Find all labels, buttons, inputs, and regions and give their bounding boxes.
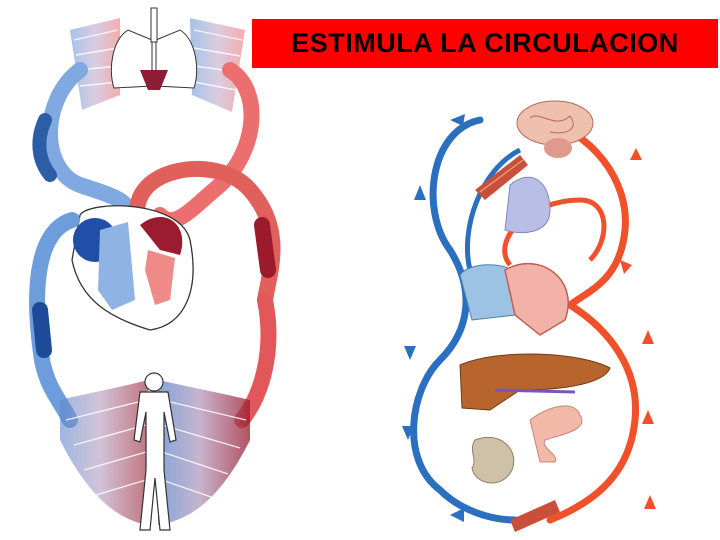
brain-icon [516, 100, 594, 158]
title-banner: ESTIMULA LA CIRCULACION [252, 19, 718, 68]
descending-aorta-dark [254, 217, 276, 278]
arterial-outflow-path [536, 116, 640, 524]
venous-return-path [410, 116, 519, 524]
lungs-icon [110, 7, 198, 90]
organ-circulation-diagram [402, 100, 656, 532]
liver-icon [459, 353, 611, 411]
pulmonary-artery-loop [42, 62, 137, 223]
pulmonary-artery-dark [32, 113, 57, 182]
inner-venous-loop [464, 147, 522, 271]
kidney-icon [471, 436, 515, 484]
heart-icon [71, 205, 194, 331]
double-circulation-diagram [29, 7, 281, 531]
flow-arrows [402, 114, 465, 522]
muscle-icon-bottom [510, 500, 560, 532]
systemic-capillary-network [60, 380, 250, 525]
flow-arrows-red [620, 148, 656, 509]
pulmonary-capillary-network [70, 18, 245, 112]
page-title: ESTIMULA LA CIRCULACION [291, 28, 679, 58]
lungs-icon-right [504, 176, 551, 234]
human-body-icon [133, 372, 177, 531]
vena-cava-dark [32, 302, 52, 358]
muscle-icon [475, 155, 528, 200]
inner-arterial-loop [502, 197, 607, 267]
heart-icon-right [459, 263, 569, 336]
intestine-icon [529, 405, 583, 463]
